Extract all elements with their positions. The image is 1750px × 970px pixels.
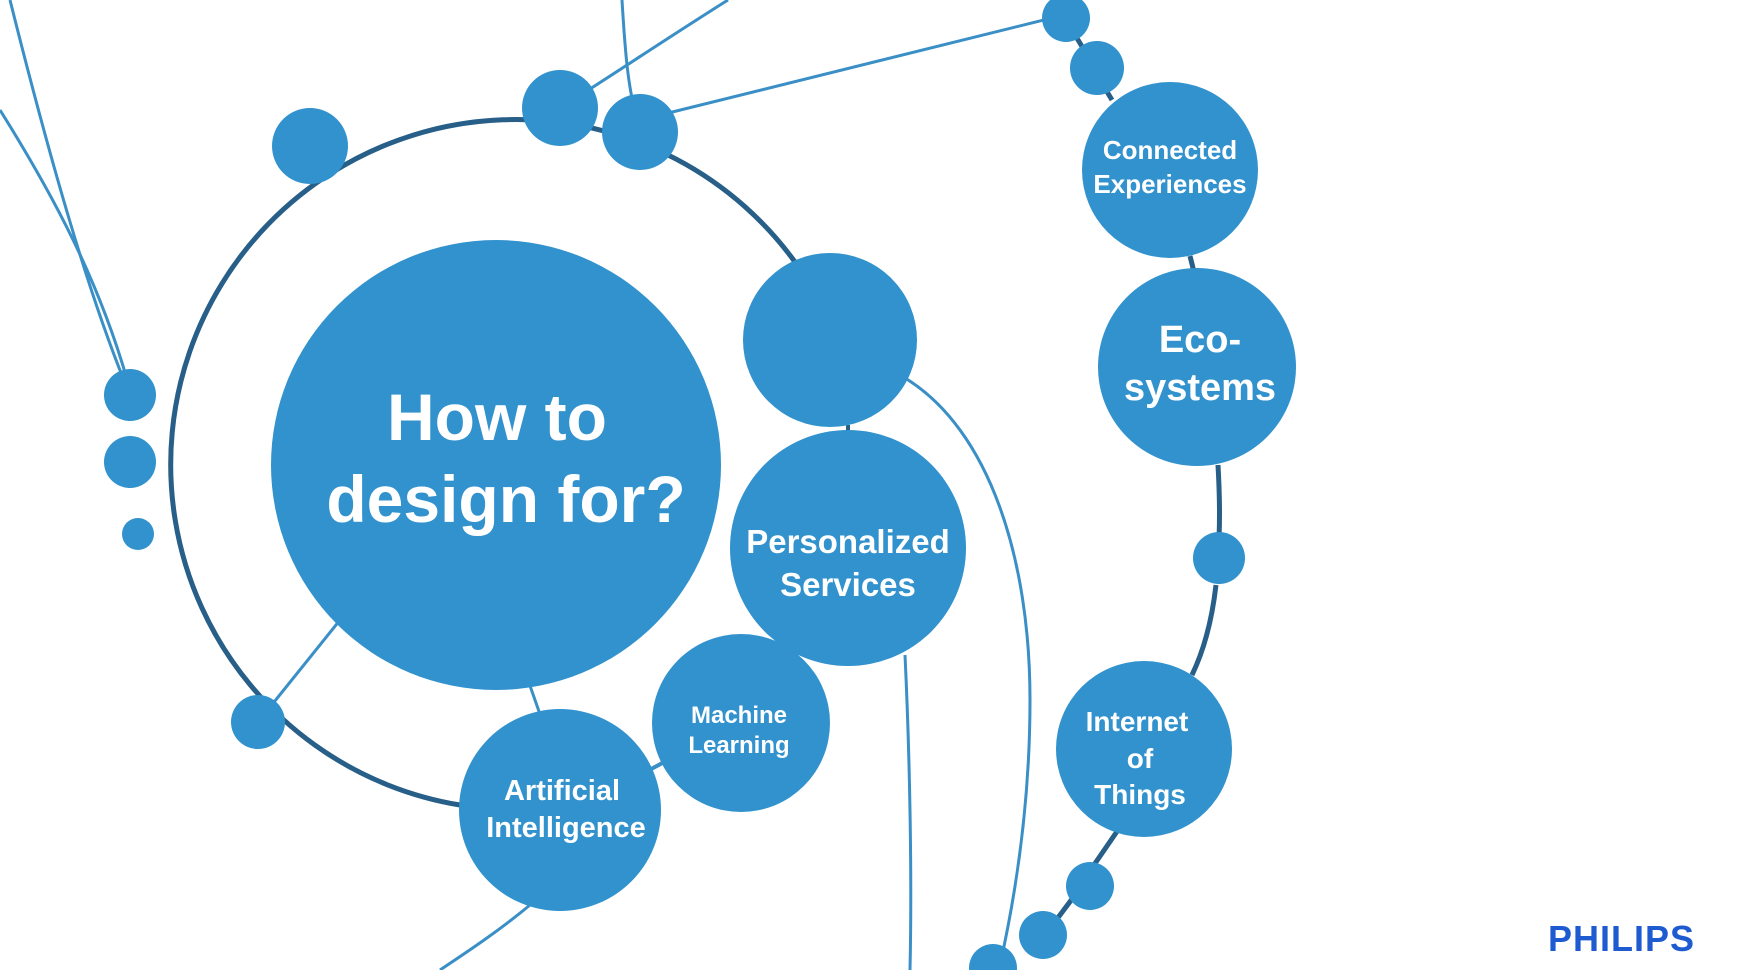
ring-dot	[104, 436, 156, 488]
connector-line	[0, 109, 132, 391]
ring-dot	[104, 369, 156, 421]
chain-dot	[1019, 911, 1067, 959]
connector-line	[639, 12, 1069, 122]
connector-line	[903, 654, 913, 970]
chain-dot	[1070, 41, 1124, 95]
connector-line	[8, 0, 132, 396]
center-node	[271, 240, 721, 690]
ring-dot	[231, 695, 285, 749]
internet-of-things-label: Things	[1094, 779, 1186, 810]
nodes: How to design for? Personalized Services…	[104, 0, 1296, 970]
personalized-services-label: Services	[780, 566, 916, 603]
artificial-intelligence-label: Intelligence	[486, 812, 646, 844]
internet-of-things-node	[1056, 661, 1232, 837]
philips-logo: PHILIPS	[1548, 918, 1696, 959]
connector-line	[904, 376, 1032, 966]
chain-dot	[1042, 0, 1090, 42]
artificial-intelligence-label: Artificial	[504, 775, 620, 807]
connected-experiences-label: Connected	[1103, 135, 1237, 165]
internet-of-things-label: Internet	[1086, 706, 1189, 737]
connector-line	[1189, 584, 1219, 677]
center-node-label: How to	[387, 380, 607, 454]
internet-of-things-label: of	[1127, 743, 1154, 774]
ring-dot	[602, 94, 678, 170]
machine-learning-label: Learning	[688, 732, 789, 759]
center-node-label: design for?	[326, 462, 685, 536]
ring-dot	[522, 70, 598, 146]
ring-dot	[122, 518, 154, 550]
artificial-intelligence-node	[459, 709, 661, 911]
chain-dot	[969, 944, 1017, 970]
connector-line	[439, 903, 531, 970]
chain-dot	[1193, 532, 1245, 584]
machine-learning-label: Machine	[691, 702, 787, 729]
personalized-services-label: Personalized	[746, 523, 950, 560]
machine-learning-node	[652, 634, 830, 812]
connected-experiences-label: Experiences	[1093, 169, 1246, 199]
blank-node	[743, 253, 917, 427]
connected-experiences-node	[1082, 82, 1258, 258]
ring-dot	[272, 108, 348, 184]
ecosystems-label: Eco-	[1159, 319, 1241, 361]
personalized-services-node	[730, 430, 966, 666]
ecosystems-node	[1098, 268, 1296, 466]
ecosystems-label: systems	[1124, 367, 1276, 409]
chain-dot	[1066, 862, 1114, 910]
